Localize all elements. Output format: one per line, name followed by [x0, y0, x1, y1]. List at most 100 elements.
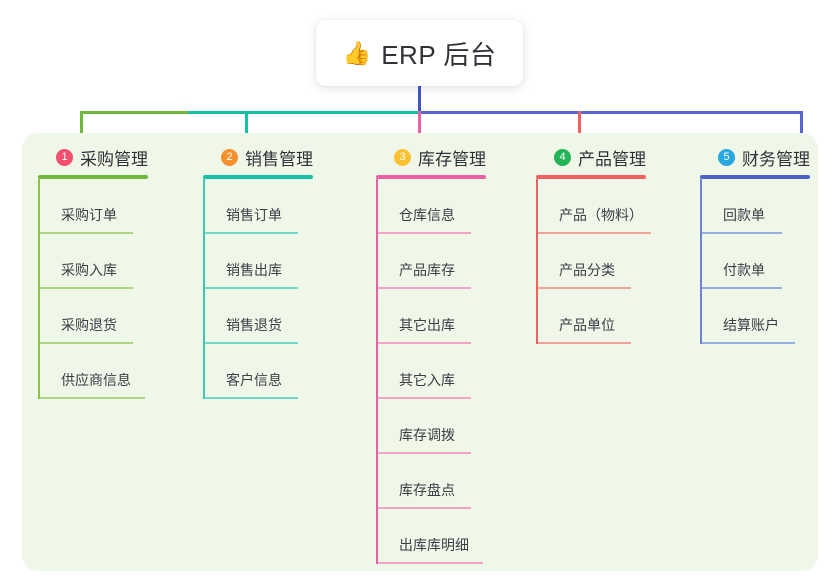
list-item[interactable]: 库存盘点 — [376, 454, 536, 509]
list-item-label: 销售订单 — [226, 207, 282, 223]
list-item-rule — [378, 452, 471, 454]
column-header-rule — [376, 175, 486, 179]
column-sales: 2 销售管理 销售订单 销售出库 销售退货 客户信息 — [203, 146, 353, 399]
column-spine — [700, 179, 702, 344]
column-header-rule — [536, 175, 646, 179]
list-item[interactable]: 产品单位 — [536, 289, 706, 344]
list-item-rule — [378, 232, 471, 234]
list-item-label: 仓库信息 — [399, 207, 455, 223]
list-item-label: 客户信息 — [226, 372, 282, 388]
list-item-label: 其它入库 — [399, 372, 455, 388]
column-inventory: 3 库存管理 仓库信息 产品库存 其它出库 其它入库 库存调拨 库存盘点 — [376, 146, 536, 564]
list-item-rule — [205, 232, 298, 234]
list-item[interactable]: 销售出库 — [203, 234, 353, 289]
list-item-rule — [205, 287, 298, 289]
list-item[interactable]: 其它出库 — [376, 289, 536, 344]
list-item[interactable]: 库存调拨 — [376, 399, 536, 454]
list-item-rule — [378, 397, 471, 399]
column-badge: 1 — [56, 148, 73, 166]
list-item-label: 销售退货 — [226, 317, 282, 333]
list-item-rule — [40, 287, 133, 289]
list-item[interactable]: 产品库存 — [376, 234, 536, 289]
column-product: 4 产品管理 产品（物料） 产品分类 产品单位 — [536, 146, 706, 344]
column-branch: 回款单 付款单 结算账户 — [700, 179, 839, 344]
column-title: 财务管理 — [742, 149, 810, 169]
list-item[interactable]: 客户信息 — [203, 344, 353, 399]
thumbs-up-icon: 👍 — [342, 40, 372, 66]
list-item[interactable]: 采购订单 — [38, 179, 188, 234]
column-spine — [203, 179, 205, 399]
column-branch: 销售订单 销售出库 销售退货 客户信息 — [203, 179, 353, 399]
list-item[interactable]: 采购入库 — [38, 234, 188, 289]
list-item-label: 产品单位 — [559, 317, 615, 333]
list-item[interactable]: 回款单 — [700, 179, 839, 234]
list-item[interactable]: 出库库明细 — [376, 509, 536, 564]
column-header[interactable]: 3 库存管理 — [394, 146, 536, 169]
root-node-label: ERP 后台 — [381, 39, 497, 70]
list-item-label: 产品（物料） — [559, 207, 643, 223]
column-header[interactable]: 2 销售管理 — [221, 146, 353, 169]
bus-segment-teal — [188, 111, 420, 114]
column-header[interactable]: 5 财务管理 — [718, 146, 839, 169]
column-badge: 5 — [718, 148, 735, 166]
root-node[interactable]: 👍 ERP 后台 — [316, 20, 523, 86]
list-item-label: 销售出库 — [226, 262, 282, 278]
column-header-rule — [700, 175, 810, 179]
list-item-rule — [378, 342, 471, 344]
list-item[interactable]: 付款单 — [700, 234, 839, 289]
list-item-rule — [538, 342, 631, 344]
list-item-label: 产品库存 — [399, 262, 455, 278]
list-item[interactable]: 产品分类 — [536, 234, 706, 289]
column-drop-3 — [418, 111, 421, 148]
list-item-rule — [538, 287, 631, 289]
column-title: 库存管理 — [418, 149, 486, 169]
list-item[interactable]: 仓库信息 — [376, 179, 536, 234]
bus-segment-green — [80, 111, 190, 114]
root-drop-connector — [418, 86, 421, 113]
list-item[interactable]: 供应商信息 — [38, 344, 188, 399]
list-item-rule — [702, 342, 795, 344]
list-item[interactable]: 采购退货 — [38, 289, 188, 344]
column-spine — [536, 179, 538, 344]
list-item-label: 采购订单 — [61, 207, 117, 223]
column-drop-4 — [578, 111, 581, 148]
column-header[interactable]: 4 产品管理 — [554, 146, 706, 169]
list-item-label: 结算账户 — [723, 317, 779, 333]
column-header[interactable]: 1 采购管理 — [56, 146, 188, 169]
column-title: 产品管理 — [578, 149, 646, 169]
diagram-panel — [22, 133, 818, 571]
list-item-rule — [702, 232, 782, 234]
list-item-label: 库存调拨 — [399, 427, 455, 443]
column-spine — [376, 179, 378, 564]
list-item[interactable]: 其它入库 — [376, 344, 536, 399]
list-item-label: 出库库明细 — [399, 537, 469, 553]
column-header-rule — [203, 175, 313, 179]
list-item-rule — [702, 287, 782, 289]
column-drop-2 — [245, 111, 248, 148]
column-header-rule — [38, 175, 148, 179]
column-spine — [38, 179, 40, 399]
list-item[interactable]: 产品（物料） — [536, 179, 706, 234]
list-item-label: 其它出库 — [399, 317, 455, 333]
column-drop-5 — [800, 111, 803, 148]
column-title: 采购管理 — [80, 149, 148, 169]
list-item-rule — [40, 342, 133, 344]
list-item[interactable]: 结算账户 — [700, 289, 839, 344]
list-item-label: 产品分类 — [559, 262, 615, 278]
column-title: 销售管理 — [245, 149, 313, 169]
column-purchasing: 1 采购管理 采购订单 采购入库 采购退货 供应商信息 — [38, 146, 188, 399]
list-item-rule — [205, 342, 298, 344]
list-item[interactable]: 销售订单 — [203, 179, 353, 234]
list-item[interactable]: 销售退货 — [203, 289, 353, 344]
list-item-rule — [205, 397, 298, 399]
column-badge: 4 — [554, 148, 571, 166]
list-item-rule — [378, 562, 483, 564]
list-item-label: 采购入库 — [61, 262, 117, 278]
column-finance: 5 财务管理 回款单 付款单 结算账户 — [700, 146, 839, 344]
list-item-label: 付款单 — [723, 262, 765, 278]
column-badge: 2 — [221, 148, 238, 166]
list-item-rule — [378, 507, 471, 509]
column-branch: 产品（物料） 产品分类 产品单位 — [536, 179, 706, 344]
column-branch: 仓库信息 产品库存 其它出库 其它入库 库存调拨 库存盘点 出库库明细 — [376, 179, 536, 564]
list-item-label: 采购退货 — [61, 317, 117, 333]
